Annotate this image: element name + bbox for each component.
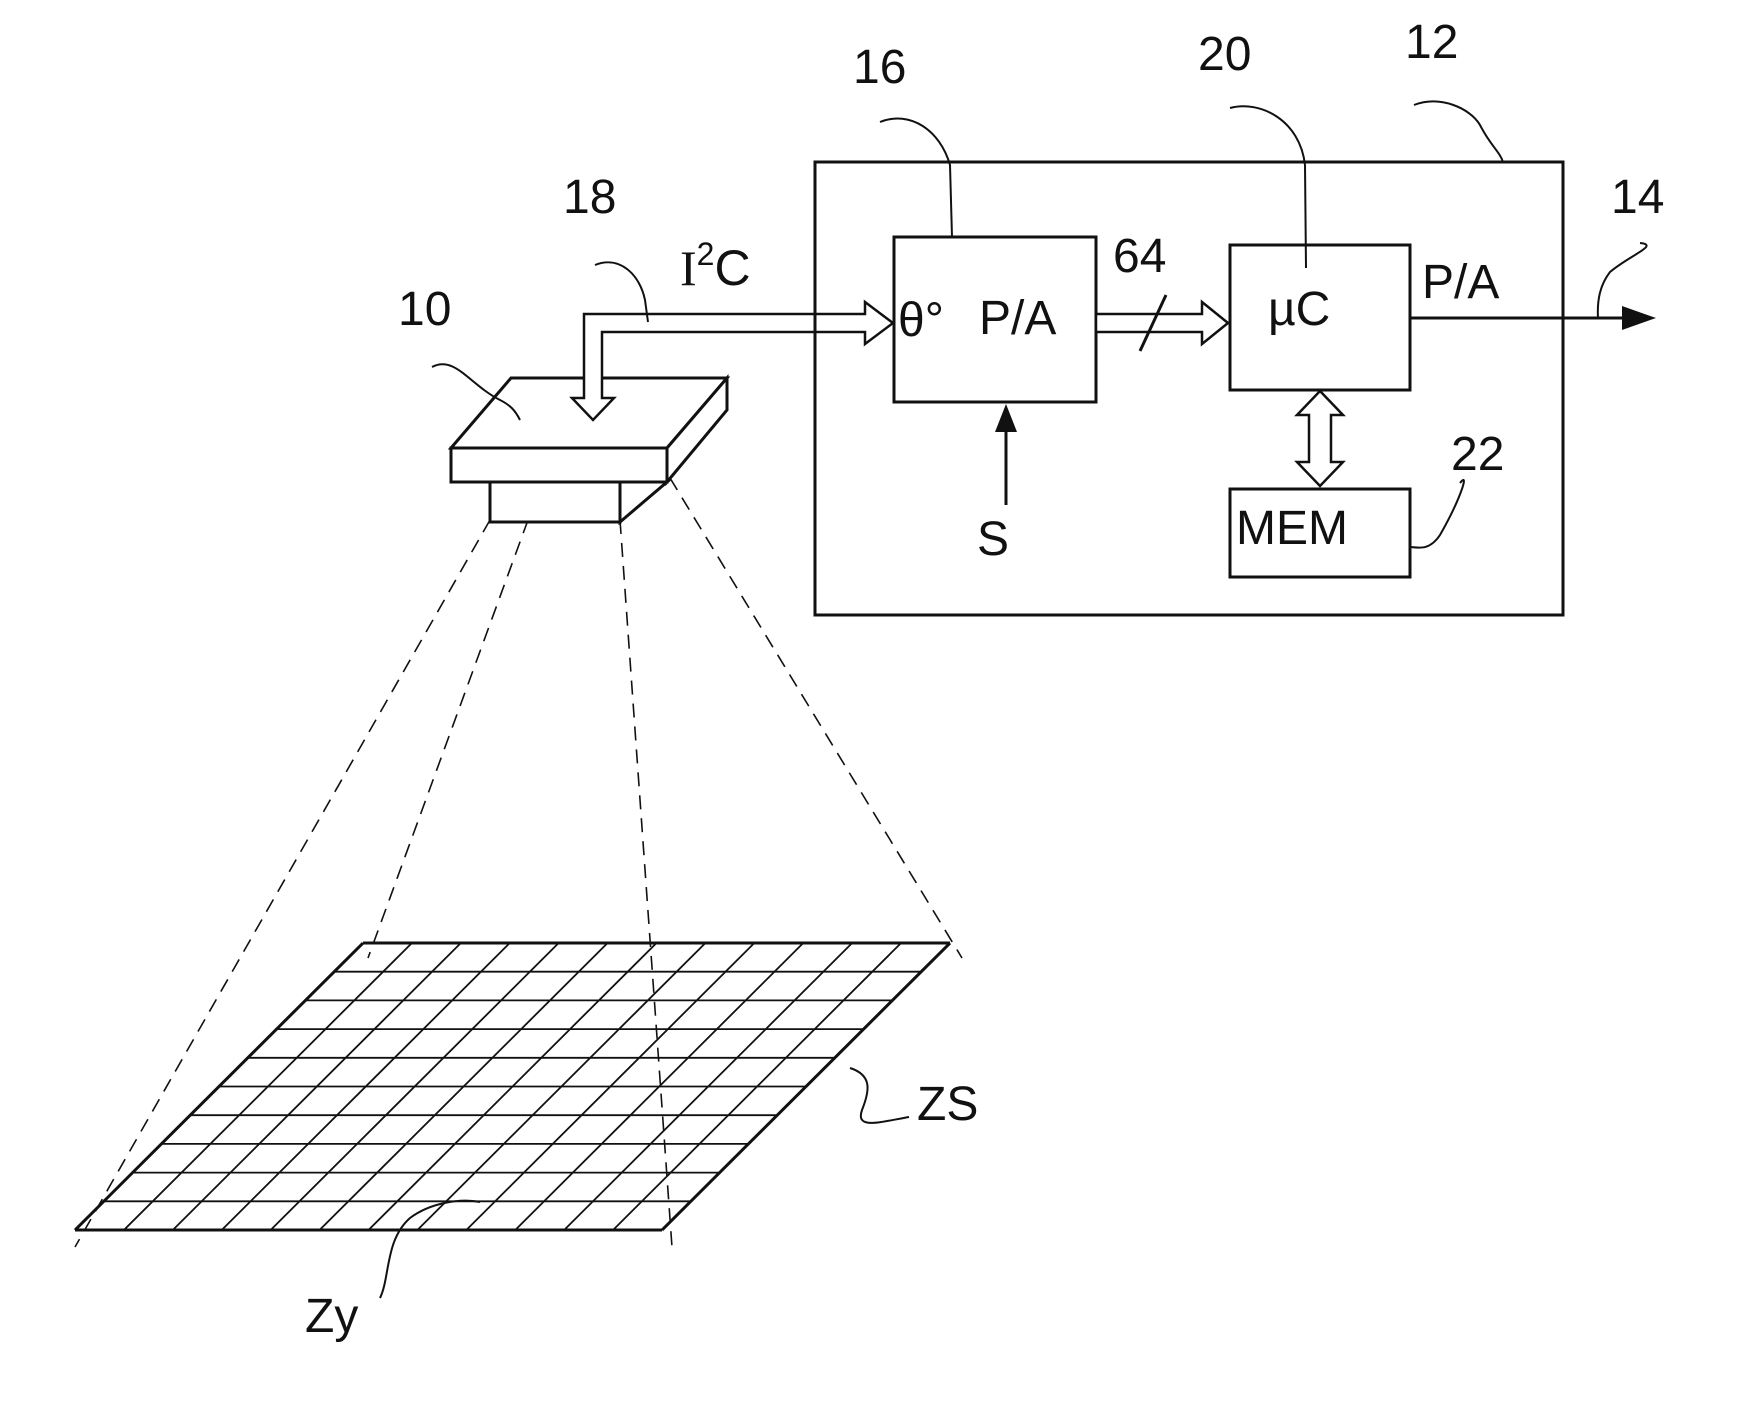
ref-22: 22	[1451, 428, 1504, 481]
theta-label: θ°	[898, 294, 944, 347]
sensor-front-face	[449, 446, 669, 484]
i2c-label-sup: 2	[697, 236, 715, 272]
mem-label: MEM	[1236, 502, 1348, 555]
grid-col-line	[221, 942, 511, 1231]
bus-width-slash	[1138, 294, 1168, 352]
ref-10: 10	[398, 283, 451, 336]
pa-input-label: P/A	[979, 292, 1056, 345]
grid-border	[660, 941, 952, 1232]
signal-s-arrow	[995, 404, 1017, 505]
sensor-lens-side	[618, 480, 672, 526]
output-arrow	[1410, 306, 1656, 330]
zy-label: Zy	[305, 1290, 358, 1343]
pa-output-label: P/A	[1422, 256, 1499, 309]
leader-16	[879, 117, 953, 238]
grid-col-line	[612, 942, 902, 1231]
signal-label: S	[977, 513, 1009, 566]
grid-col-line	[465, 942, 755, 1231]
ref-64: 64	[1113, 230, 1166, 283]
sensor-lens	[488, 480, 622, 524]
memory-bus-arrow	[1294, 389, 1346, 488]
grid-col-line	[367, 942, 658, 1231]
leader-12	[1413, 100, 1504, 163]
data-bus-64-arrow	[1094, 299, 1230, 347]
grid-col-line	[318, 942, 609, 1231]
surface-grid	[73, 941, 952, 1232]
converter-block-16	[892, 235, 1098, 404]
grid-col-line	[172, 942, 462, 1231]
ref-14: 14	[1611, 171, 1664, 224]
grid-col-line	[270, 942, 560, 1231]
leader-22	[1409, 479, 1465, 549]
grid-col-line	[123, 942, 413, 1231]
micro-label: µC	[1268, 283, 1330, 336]
ref-12: 12	[1405, 16, 1458, 69]
unit-12-box	[813, 160, 1565, 617]
ref-20: 20	[1198, 28, 1251, 81]
zs-label: ZS	[917, 1078, 978, 1131]
grid-border	[73, 941, 365, 1232]
leader-zs	[849, 1067, 910, 1124]
i2c-label: I2C	[680, 236, 751, 296]
leader-20	[1229, 105, 1307, 269]
leader-14	[1596, 242, 1648, 319]
grid-col-line	[514, 942, 804, 1231]
leader-10	[431, 363, 521, 421]
ref-16: 16	[853, 41, 906, 94]
ref-18: 18	[563, 171, 616, 224]
grid-col-line	[416, 942, 707, 1231]
memory-block-22	[1228, 487, 1412, 579]
i2c-label-i: I	[680, 240, 697, 296]
grid-col-line	[563, 942, 853, 1231]
leader-lines	[379, 100, 1648, 1299]
i2c-label-c: C	[714, 240, 750, 296]
i2c-bus-arrow	[569, 299, 896, 422]
projection-lines	[74, 477, 963, 1248]
leader-zy	[379, 1199, 481, 1299]
leader-18	[594, 261, 649, 323]
